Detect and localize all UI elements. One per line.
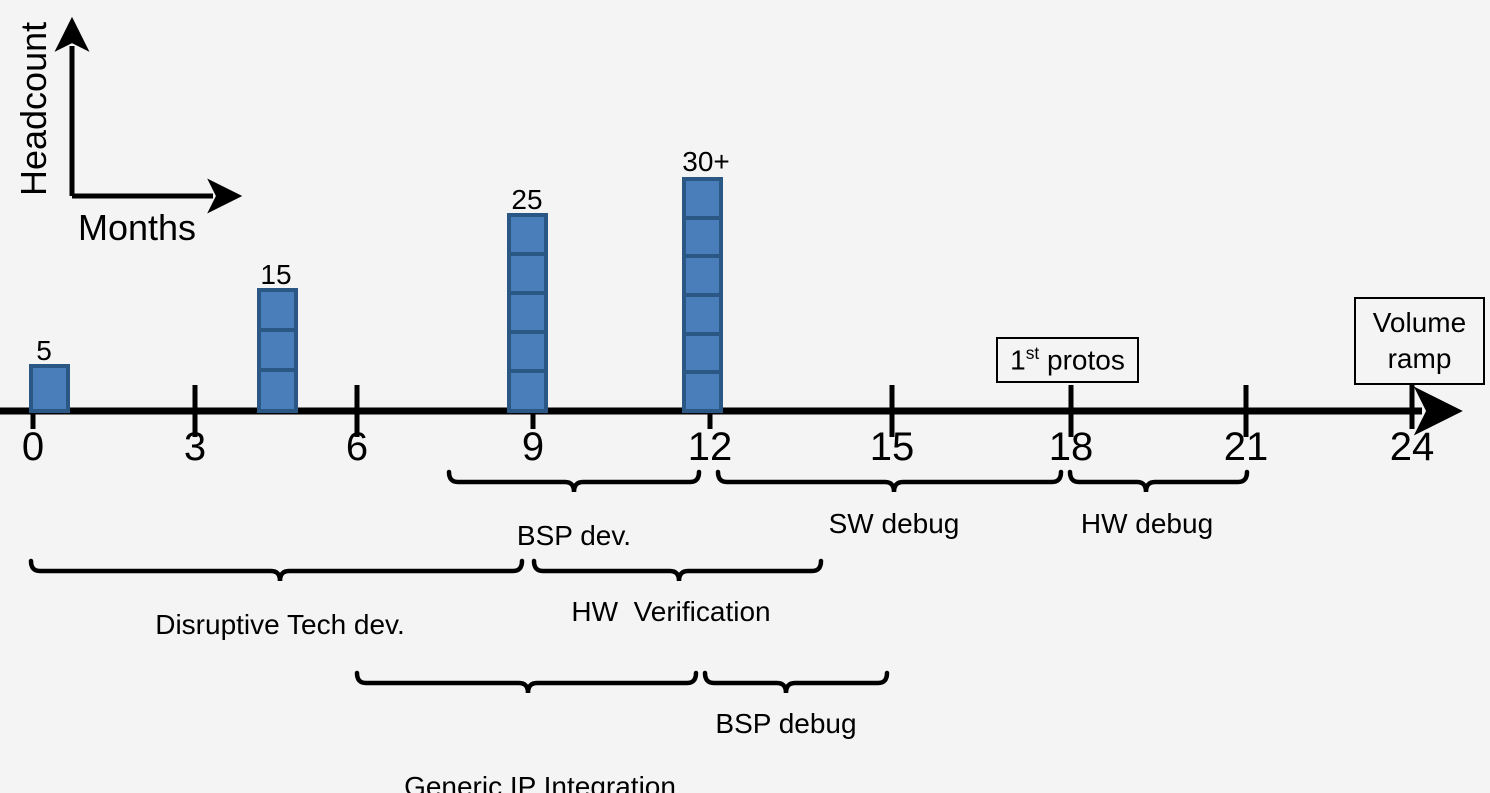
bracket-sw-debug — [715, 469, 1064, 493]
volume-ramp-line-1: Volume — [1372, 307, 1467, 338]
bar-value-label-1: 15 — [260, 259, 292, 290]
bracket-row-3 — [354, 670, 890, 694]
first-protos-superscript: st — [1025, 343, 1040, 364]
milestone-callout-volume-ramp[interactable]: Volume ramp — [1354, 297, 1485, 385]
bar-15 — [257, 288, 298, 413]
bracket-bsp-debug — [702, 670, 890, 694]
bracket-row-2 — [28, 558, 824, 582]
bracket-label-hw-verification: HW Verification — [571, 596, 771, 627]
bar-30plus — [682, 177, 723, 413]
mini-axes — [54, 16, 243, 214]
first-protos-text: 1st protos — [1010, 343, 1125, 376]
bar-value-label-2: 25 — [511, 184, 543, 215]
first-protos-prefix: 1 — [1010, 344, 1026, 376]
bracket-generic-ip-integration — [354, 670, 699, 694]
bracket-bsp-dev — [446, 469, 702, 493]
first-protos-rest: protos — [1039, 344, 1125, 376]
tick-label-3: 3 — [183, 425, 207, 469]
bar-25 — [507, 213, 548, 413]
tick-label-0: 0 — [21, 425, 45, 469]
headcount-axis-label: Headcount — [13, 21, 54, 196]
bracket-hw-debug — [1067, 469, 1250, 493]
bracket-label-disruptive-tech-dev: Disruptive Tech dev. — [155, 609, 405, 640]
bar-5 — [29, 364, 70, 413]
tick-label-21: 21 — [1223, 425, 1269, 469]
tick-label-9: 9 — [521, 425, 545, 469]
bracket-label-bsp-dev: BSP dev. — [516, 520, 632, 551]
bracket-disruptive-tech-dev — [28, 558, 525, 582]
bracket-label-hw-debug: HW debug — [1080, 508, 1214, 539]
bracket-row-1 — [446, 469, 1250, 493]
bar-value-label-0: 5 — [36, 335, 52, 366]
volume-ramp-line-2: ramp — [1387, 343, 1452, 374]
tick-label-12: 12 — [687, 425, 733, 469]
bracket-label-bsp-debug: BSP debug — [715, 708, 857, 739]
bracket-label-sw-debug: SW debug — [828, 508, 960, 539]
bar-value-label-3: 30+ — [682, 146, 730, 177]
months-axis-label: Months — [78, 207, 197, 248]
bracket-label-generic-ip-integration: Generic IP Integration SW Development — [404, 708, 676, 793]
bracket-label-line-1: Generic IP Integration — [404, 770, 676, 793]
tick-label-18: 18 — [1048, 425, 1094, 469]
milestone-callout-first-protos[interactable]: 1st protos — [996, 337, 1139, 383]
tick-label-24: 24 — [1389, 425, 1435, 469]
bracket-hw-verification — [531, 558, 824, 582]
tick-label-15: 15 — [869, 425, 915, 469]
tick-label-6: 6 — [345, 425, 369, 469]
